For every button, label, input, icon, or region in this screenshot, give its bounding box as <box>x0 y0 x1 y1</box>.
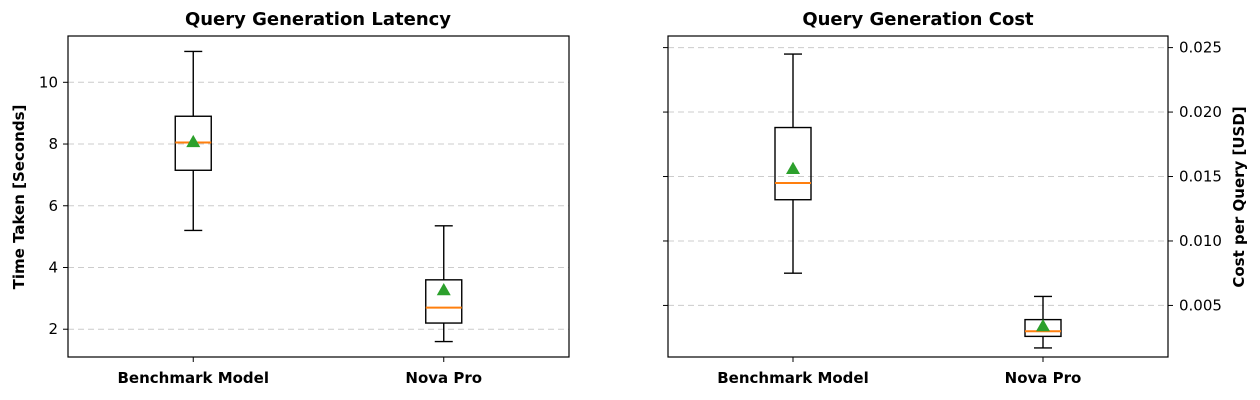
cost-chart-title: Query Generation Cost <box>802 9 1034 30</box>
cost-chart: Query Generation Cost Cost per Query [US… <box>663 9 1248 387</box>
y-tick-label: 0.010 <box>1179 232 1222 250</box>
box-plot <box>425 225 463 343</box>
y-tick-label: 2 <box>48 320 58 338</box>
y-tick-label: 10 <box>39 73 58 91</box>
latency-chart-title: Query Generation Latency <box>185 9 451 30</box>
y-tick-label: 0.025 <box>1179 39 1222 57</box>
x-tick-label: Benchmark Model <box>717 369 869 387</box>
cost-y-axis-label: Cost per Query [USD] <box>1230 106 1248 287</box>
box-plot <box>774 53 812 274</box>
latency-y-axis-label: Time Taken [Seconds] <box>10 105 28 290</box>
y-tick-label: 0.005 <box>1179 296 1222 314</box>
mean-marker <box>186 134 201 148</box>
x-tick-label: Nova Pro <box>405 369 482 387</box>
x-tick-label: Nova Pro <box>1005 369 1082 387</box>
latency-chart: Query Generation Latency Time Taken [Sec… <box>10 9 570 387</box>
y-tick-label: 8 <box>48 135 58 153</box>
box-plot <box>1024 295 1062 349</box>
iqr-box <box>774 126 812 201</box>
x-tick-label: Benchmark Model <box>118 369 270 387</box>
y-tick-label: 0.020 <box>1179 103 1222 121</box>
y-tick-label: 6 <box>48 197 58 215</box>
y-tick-label: 4 <box>48 258 58 276</box>
mean-marker <box>436 283 451 296</box>
box-plot <box>174 50 212 232</box>
latency-plot-frame <box>67 35 570 358</box>
mean-marker <box>786 161 800 175</box>
cost-plot-frame <box>667 35 1169 358</box>
y-tick-label: 0.015 <box>1179 168 1222 186</box>
iqr-box <box>425 279 463 324</box>
mean-marker <box>1036 319 1050 332</box>
